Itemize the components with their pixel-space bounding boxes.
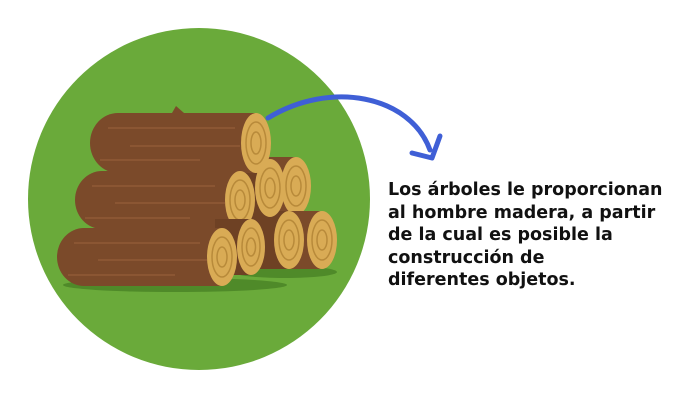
caption-line: construcción de [388, 247, 545, 268]
log-middle [75, 171, 255, 229]
log-bottom [57, 228, 237, 286]
log-top [90, 106, 271, 173]
caption-line: Los árboles le proporcionan [388, 180, 663, 200]
caption-line: diferentes objetos. [388, 270, 576, 290]
curved-arrow-icon [265, 94, 443, 161]
caption-text: Los árboles le proporcionan al hombre ma… [388, 179, 688, 292]
caption-line: al hombre madera, a partir [388, 202, 656, 223]
caption-line: de la cual es posible la [388, 225, 613, 245]
wood-logs-pile-icon [57, 106, 337, 292]
